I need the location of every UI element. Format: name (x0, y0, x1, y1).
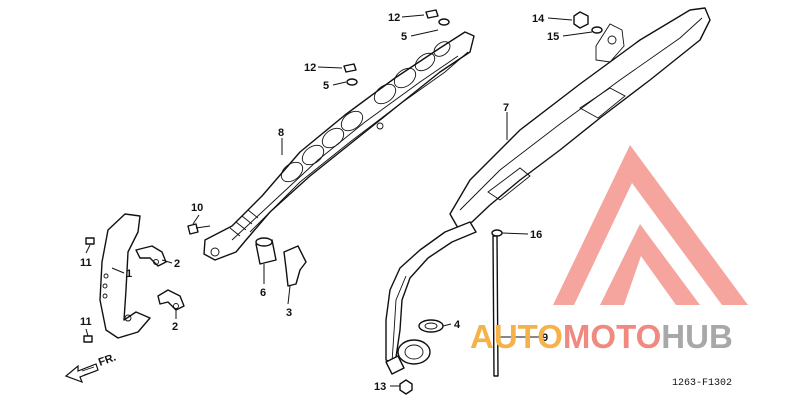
callout-13: 13 (374, 381, 386, 393)
washer-part-15 (591, 26, 603, 34)
callout-11: 11 (80, 257, 92, 269)
front-label: FR. (97, 351, 118, 368)
screw-part-11-lower (83, 335, 93, 343)
clamp-part-2-upper (135, 245, 167, 267)
nut-part-13 (399, 379, 413, 395)
protector-part-1 (99, 213, 151, 339)
callout-2: 2 (174, 258, 180, 270)
leader-lines (85, 14, 593, 387)
callout-6: 6 (260, 287, 266, 299)
collar-part-6 (255, 237, 277, 265)
screw-part-11-upper (85, 237, 95, 245)
callout-7: 7 (503, 102, 509, 114)
callout-14: 14 (532, 13, 545, 25)
watermark-word-2: MOTO (563, 318, 661, 355)
bracket-part-3 (283, 245, 307, 287)
callout-10: 10 (191, 202, 203, 214)
callout-labels: 12 5 12 5 14 15 7 8 10 11 1 2 2 11 6 3 1… (80, 12, 559, 393)
clamp-part-2-lower (157, 289, 185, 311)
watermark-word-1: AUTO (470, 318, 563, 355)
callout-1: 1 (126, 268, 132, 280)
gasket-part-4 (418, 319, 444, 333)
callout-8: 8 (278, 127, 284, 139)
rod-part-9 (492, 235, 499, 377)
callout-3: 3 (286, 307, 292, 319)
callout-12: 12 (388, 12, 400, 24)
nut-part-14 (573, 11, 589, 29)
bolt-part-10 (187, 223, 211, 235)
callout-5: 5 (323, 80, 329, 92)
callout-2: 2 (172, 321, 178, 333)
washer-part-5-lower (346, 78, 358, 86)
callout-16: 16 (530, 229, 542, 241)
callout-4: 4 (454, 319, 461, 331)
muffler-part-7 (385, 7, 711, 365)
front-direction-arrow: FR. (64, 351, 118, 384)
exhaust-flange (385, 339, 431, 375)
drawing-code: 1263-F1302 (672, 378, 732, 389)
callout-12: 12 (304, 62, 316, 74)
washer-part-5-upper (438, 18, 450, 26)
callout-15: 15 (547, 31, 559, 43)
screw-part-12-lower (343, 63, 357, 73)
watermark-logo-icon (553, 145, 748, 305)
callout-9: 9 (542, 332, 548, 344)
screw-part-12-upper (425, 9, 439, 19)
callout-11: 11 (80, 316, 92, 328)
heat-shield-part-8 (203, 31, 475, 261)
bolt-part-16 (491, 229, 503, 237)
callout-5: 5 (401, 31, 407, 43)
watermark-text: AUTOMOTOHUB (470, 318, 733, 355)
watermark-word-3: HUB (661, 318, 733, 355)
